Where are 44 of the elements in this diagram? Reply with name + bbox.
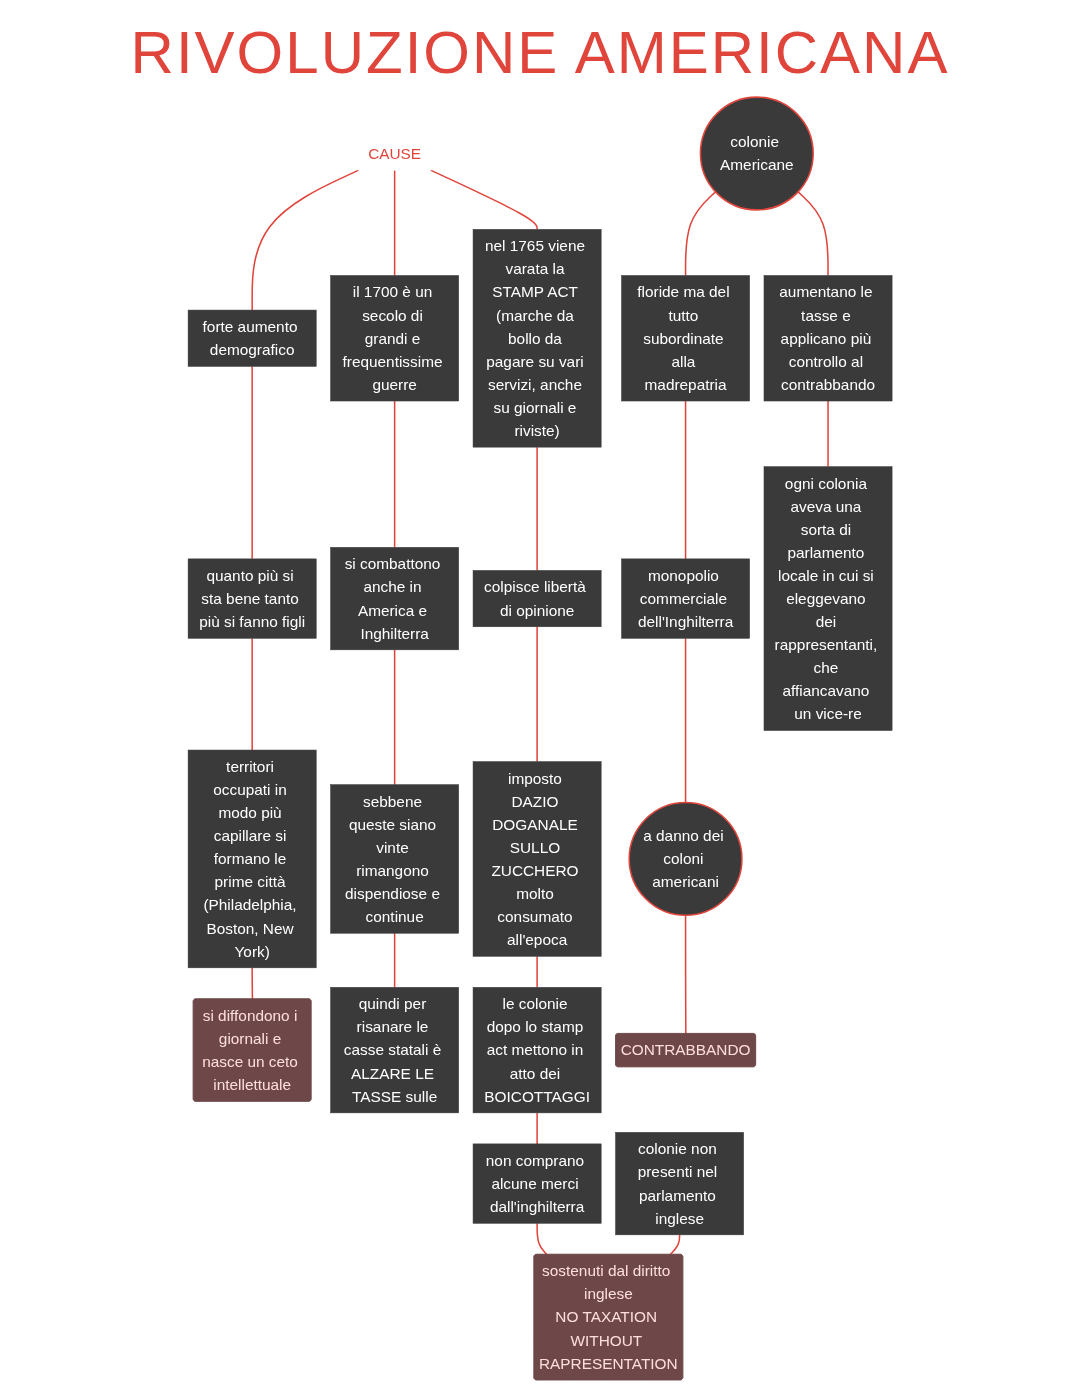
connector-line <box>393 400 396 549</box>
circled-text-node: colonie Americane <box>699 96 814 211</box>
connector-line <box>251 637 253 751</box>
connector-line <box>684 400 687 560</box>
connector-line <box>251 967 254 1000</box>
circled-text-node: a danno dei coloni americani <box>628 801 743 917</box>
connector-line <box>536 446 538 572</box>
connector-line <box>827 400 829 468</box>
text-node: sebbene queste siano vinte rimangono dispendiose e continue <box>330 784 459 934</box>
text-node: aumentano le tasse e applicano più controllo al contrabbando <box>763 275 893 402</box>
connector-line <box>393 169 396 277</box>
highlighted-text-node: si diffondono i giornali e nasce un ceto intellettuale <box>192 998 312 1102</box>
connector-line <box>536 1222 548 1256</box>
text-node: colonie non presenti nel parlamento inglese <box>615 1132 744 1236</box>
text-node: imposto DAZIO DOGANALE SULLO ZUCCHERO molto consumato all'epoca <box>472 761 602 957</box>
highlighted-text-node: sostenuti dal diritto inglese NO TAXATION WITHOUT RAPRESENTATION <box>533 1254 683 1381</box>
connector-line <box>536 626 538 763</box>
text-node: il 1700 è un secolo di grandi e frequentissime guerre <box>330 275 459 402</box>
highlighted-text-node: CONTRABBANDO <box>615 1033 756 1067</box>
text-node: ogni colonia aveva una sorta di parlamento locale in cui si eleggevano dei rappresentanti, che affiancavano un vice-re <box>763 466 893 731</box>
text-node: le colonie dopo lo stamp act mettono in atto dei BOICOTTAGGI <box>472 987 602 1114</box>
text-node: colpisce libertà di opinione <box>472 570 602 628</box>
text-node: quanto più si sta bene tanto più si fanno figli <box>187 558 317 639</box>
title: RIVOLUZIONE AMERICANA <box>130 18 950 87</box>
connector-line <box>684 914 687 1035</box>
text-node: nel 1765 viene varata la STAMP ACT (marche da bollo da pagare su vari servizi, anche su giornali e riviste) <box>472 229 602 448</box>
text-node: forte aumento demografico <box>187 309 317 367</box>
connector-line <box>684 191 717 277</box>
text-node: monopolio commerciale dell'Inghilterra <box>621 558 750 639</box>
connector-line <box>797 191 829 277</box>
connector-line <box>669 1234 681 1256</box>
connector-line <box>251 365 253 560</box>
connector-line <box>684 637 687 804</box>
connector-line <box>536 955 538 989</box>
connector-line <box>393 932 396 989</box>
text-node: territori occupati in modo più capillare si formano le prime città (Philadelphia, Boston, New York) <box>187 749 317 969</box>
text-node: quindi per risanare le casse statali è ALZARE LE TASSE sulle <box>330 987 459 1114</box>
text-node: si combattono anche in America e Inghilterra <box>330 547 459 651</box>
connector-line <box>393 649 396 786</box>
text-node: non comprano alcune merci dall'inghilterra <box>472 1143 602 1224</box>
connector-line <box>536 1112 538 1145</box>
connector-line <box>251 169 360 311</box>
text-node: floride ma del tutto subordinate alla madrepatria <box>621 275 750 402</box>
connector-line <box>429 169 538 231</box>
